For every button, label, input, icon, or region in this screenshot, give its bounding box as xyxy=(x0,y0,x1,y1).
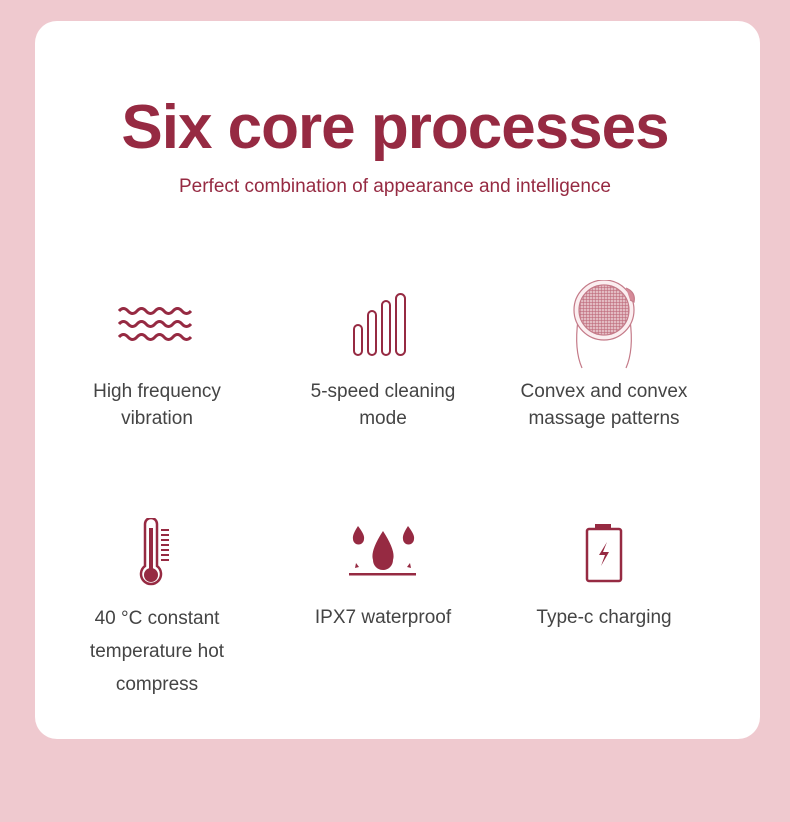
feature-charging: Type-c charging xyxy=(489,515,719,631)
wave-icon xyxy=(117,307,193,341)
brush-head-icon xyxy=(573,280,635,369)
feature-speed: 5-speed cleaning mode xyxy=(268,280,498,432)
page-title: Six core processes xyxy=(121,93,669,162)
feature-label: 40 °C constant temperature hot compress xyxy=(89,608,225,695)
feature-massage: Convex and convex massage patterns xyxy=(489,280,719,432)
feature-waterproof: IPX7 waterproof xyxy=(268,515,498,631)
battery-icon xyxy=(585,523,623,582)
feature-label: Convex and convex massage patterns xyxy=(520,381,688,429)
content-card xyxy=(35,21,760,739)
feature-vibration: High frequency vibration xyxy=(42,280,272,432)
feature-label: 5-speed cleaning mode xyxy=(310,381,456,429)
page-subtitle: Perfect combination of appearance and in… xyxy=(178,176,611,197)
water-drops-icon xyxy=(349,525,416,575)
feature-label: IPX7 waterproof xyxy=(314,607,452,628)
thermometer-icon xyxy=(139,517,169,585)
feature-label: High frequency vibration xyxy=(93,381,221,429)
speed-bars-icon xyxy=(353,293,406,356)
feature-temperature: 40 °C constant temperature hot compress xyxy=(42,515,272,701)
feature-label: Type-c charging xyxy=(536,607,672,628)
